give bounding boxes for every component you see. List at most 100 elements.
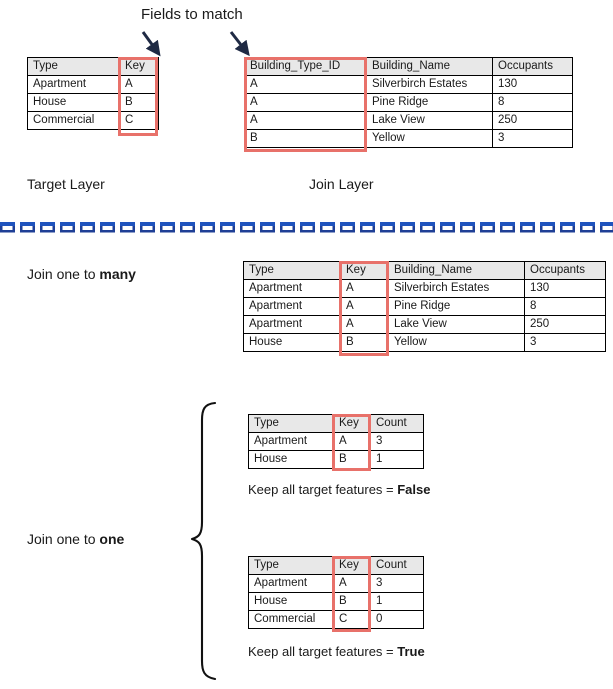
column-header-type: Type bbox=[27, 57, 120, 76]
cell-type: Apartment bbox=[243, 315, 341, 334]
table-row: Apartment A 3 bbox=[248, 432, 424, 451]
cell-key: A bbox=[340, 297, 389, 316]
column-header-count: Count bbox=[370, 556, 424, 575]
table-row: House B 1 bbox=[248, 592, 424, 611]
cell-key: C bbox=[119, 111, 159, 130]
target-layer-caption: Target Layer bbox=[27, 176, 105, 192]
cell-count: 1 bbox=[370, 450, 424, 469]
cell-key: B bbox=[119, 93, 159, 112]
cell-count: 1 bbox=[370, 592, 424, 611]
cell-type: Apartment bbox=[243, 279, 341, 298]
table-header-row: Building_Type_ID Building_Name Occupants bbox=[244, 57, 573, 76]
target-layer-table: Type Key Apartment A House B Commercial … bbox=[27, 57, 159, 130]
caption-value: False bbox=[397, 482, 431, 497]
cell-type: Commercial bbox=[248, 610, 334, 629]
cell-key: A bbox=[340, 279, 389, 298]
table-row: House B bbox=[27, 93, 159, 112]
column-header-type: Type bbox=[248, 556, 334, 575]
cell-building-name: Lake View bbox=[388, 315, 525, 334]
cell-key: A bbox=[119, 75, 159, 94]
table-row: Apartment A 3 bbox=[248, 574, 424, 593]
cell-building-type-id: A bbox=[244, 111, 367, 130]
cell-occupants: 8 bbox=[492, 93, 573, 112]
join-one-to-one-label-strong: one bbox=[99, 531, 125, 547]
arrow-to-join-key-icon bbox=[229, 31, 250, 57]
one-to-many-result-table: Type Key Building_Name Occupants Apartme… bbox=[243, 261, 606, 352]
grouping-brace-icon bbox=[190, 401, 217, 681]
column-header-key: Key bbox=[340, 261, 389, 280]
cell-building-name: Yellow bbox=[366, 129, 493, 148]
table-row: House B Yellow 3 bbox=[243, 333, 606, 352]
keep-all-target-features-false-caption: Keep all target features = False bbox=[248, 482, 430, 497]
join-layer-caption: Join Layer bbox=[309, 176, 374, 192]
cell-type: House bbox=[27, 93, 120, 112]
table-row: B Yellow 3 bbox=[244, 129, 573, 148]
cell-type: House bbox=[243, 333, 341, 352]
column-header-type: Type bbox=[248, 414, 334, 433]
table-row: Apartment A Lake View 250 bbox=[243, 315, 606, 334]
join-one-to-many-label: Join one to many bbox=[27, 266, 136, 282]
column-header-key: Key bbox=[119, 57, 159, 76]
cell-key: A bbox=[333, 574, 371, 593]
table-row: A Silverbirch Estates 130 bbox=[244, 75, 573, 94]
table-row: Commercial C 0 bbox=[248, 610, 424, 629]
cell-type: Apartment bbox=[243, 297, 341, 316]
cell-occupants: 250 bbox=[492, 111, 573, 130]
cell-occupants: 3 bbox=[492, 129, 573, 148]
keep-all-target-features-true-caption: Keep all target features = True bbox=[248, 644, 425, 659]
join-one-to-many-label-strong: many bbox=[99, 266, 136, 282]
cell-type: Apartment bbox=[248, 432, 334, 451]
column-header-count: Count bbox=[370, 414, 424, 433]
column-header-building-name: Building_Name bbox=[388, 261, 525, 280]
cell-building-name: Silverbirch Estates bbox=[366, 75, 493, 94]
cell-count: 3 bbox=[370, 574, 424, 593]
table-row: House B 1 bbox=[248, 450, 424, 469]
cell-building-type-id: A bbox=[244, 93, 367, 112]
column-header-type: Type bbox=[243, 261, 341, 280]
cell-key: B bbox=[333, 592, 371, 611]
cell-type: Commercial bbox=[27, 111, 120, 130]
caption-value: True bbox=[397, 644, 425, 659]
table-row: A Pine Ridge 8 bbox=[244, 93, 573, 112]
cell-building-type-id: B bbox=[244, 129, 367, 148]
cell-building-name: Lake View bbox=[366, 111, 493, 130]
join-layer-table: Building_Type_ID Building_Name Occupants… bbox=[244, 57, 573, 148]
table-row: Apartment A Silverbirch Estates 130 bbox=[243, 279, 606, 298]
cell-occupants: 130 bbox=[492, 75, 573, 94]
column-header-key: Key bbox=[333, 556, 371, 575]
table-header-row: Type Key bbox=[27, 57, 159, 76]
table-row: Commercial C bbox=[27, 111, 159, 130]
cell-building-name: Pine Ridge bbox=[388, 297, 525, 316]
arrow-to-target-key-icon bbox=[141, 31, 161, 57]
table-header-row: Type Key Building_Name Occupants bbox=[243, 261, 606, 280]
caption-prefix: Keep all target features = bbox=[248, 482, 398, 497]
table-row: Apartment A bbox=[27, 75, 159, 94]
one-to-one-result-table-false: Type Key Count Apartment A 3 House B 1 bbox=[248, 414, 424, 469]
table-header-row: Type Key Count bbox=[248, 414, 424, 433]
join-one-to-many-label-prefix: Join one to bbox=[27, 266, 100, 282]
cell-key: B bbox=[333, 450, 371, 469]
caption-prefix: Keep all target features = bbox=[248, 644, 398, 659]
column-header-occupants: Occupants bbox=[524, 261, 606, 280]
join-one-to-one-label-prefix: Join one to bbox=[27, 531, 100, 547]
column-header-key: Key bbox=[333, 414, 371, 433]
table-row: A Lake View 250 bbox=[244, 111, 573, 130]
cell-occupants: 3 bbox=[524, 333, 606, 352]
table-row: Apartment A Pine Ridge 8 bbox=[243, 297, 606, 316]
cell-type: House bbox=[248, 450, 334, 469]
cell-count: 3 bbox=[370, 432, 424, 451]
cell-key: A bbox=[340, 315, 389, 334]
page-title: Fields to match bbox=[141, 6, 243, 23]
cell-building-type-id: A bbox=[244, 75, 367, 94]
cell-key: C bbox=[333, 610, 371, 629]
cell-building-name: Silverbirch Estates bbox=[388, 279, 525, 298]
column-header-building-type-id: Building_Type_ID bbox=[244, 57, 367, 76]
cell-type: House bbox=[248, 592, 334, 611]
cell-count: 0 bbox=[370, 610, 424, 629]
cell-occupants: 250 bbox=[524, 315, 606, 334]
table-header-row: Type Key Count bbox=[248, 556, 424, 575]
one-to-one-result-table-true: Type Key Count Apartment A 3 House B 1 C… bbox=[248, 556, 424, 629]
cell-occupants: 130 bbox=[524, 279, 606, 298]
cell-occupants: 8 bbox=[524, 297, 606, 316]
join-one-to-one-label: Join one to one bbox=[27, 531, 124, 547]
